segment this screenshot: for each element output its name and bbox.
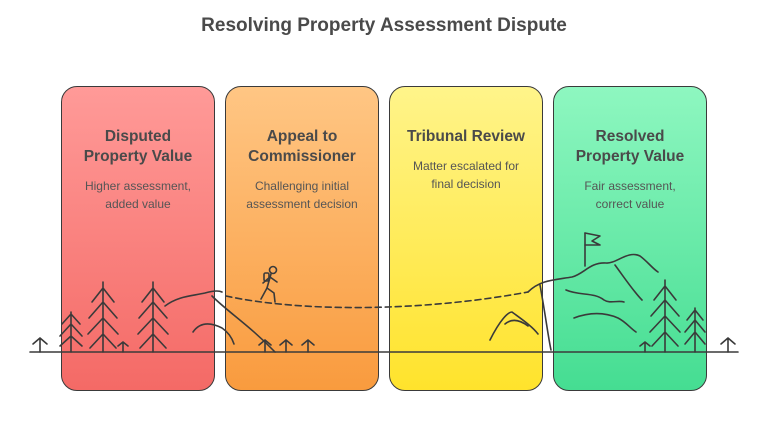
stage-title-line: Tribunal Review [406,128,525,145]
stage-description-line: correct value [595,197,665,211]
diagram-title: Resolving Property Assessment Dispute [201,15,567,36]
pine-tree-icon [137,281,169,353]
stage-description-line: added value [105,197,171,211]
grass-icon [32,337,48,353]
stage-title: Disputed Property Value [68,127,208,167]
stage-title: Appeal to Commissioner [232,127,372,167]
stage-description-line: final decision [431,177,501,191]
grass-icon [279,339,293,353]
stage-description-line: Higher assessment, [84,179,192,193]
pine-tree-icon [649,279,681,353]
mountain-icon [489,311,539,341]
stage-card-appeal-to-commissioner: Appeal to Commissioner Challenging initi… [225,86,379,391]
hiker-icon [260,265,278,303]
stage-title-line: Property Value [83,148,193,165]
stage-card-tribunal-review: Tribunal Review Matter escalated for fin… [389,86,543,391]
stage-title-line: Disputed [104,128,172,145]
stage-title-line: Commissioner [248,148,356,165]
pine-tree-icon [59,311,83,353]
stage-title-line: Resolved [595,128,665,145]
stage-description-line: Challenging initial [254,179,350,193]
stage-title-line: Appeal to [266,128,338,145]
mountain-icon [164,290,276,353]
grass-icon [639,341,651,353]
stage-card-resolved-property-value: Resolved Property Value Fair assessment,… [553,86,707,391]
flag-icon [584,232,601,267]
pine-tree-icon [87,281,119,353]
stage-description: Matter escalated for final decision [396,157,536,193]
mountain-icon [527,253,659,351]
dashed-journey-path [225,291,529,309]
stage-title: Resolved Property Value [560,127,700,167]
grass-icon [117,341,129,353]
stage-description-line: Matter escalated for [412,159,520,173]
stage-description-line: Fair assessment, [584,179,676,193]
stage-title: Tribunal Review [396,127,536,147]
grass-icon [301,339,315,353]
stage-description: Challenging initial assessment decision [232,177,372,213]
stage-title-line: Property Value [575,148,685,165]
grass-icon [720,337,736,353]
stage-description: Higher assessment, added value [68,177,208,213]
stage-card-disputed-property-value: Disputed Property Value Higher assessmen… [61,86,215,391]
pine-tree-icon [684,307,706,353]
stage-description-line: assessment decision [246,197,358,211]
stage-description: Fair assessment, correct value [560,177,700,213]
